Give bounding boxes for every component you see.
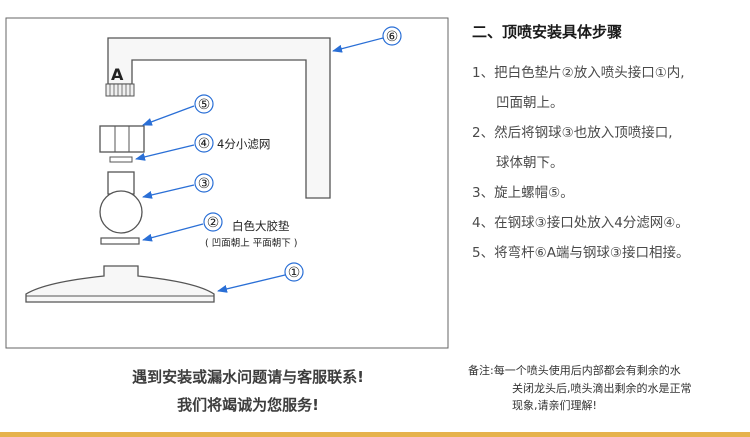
white-gasket: [100, 237, 140, 245]
marker-3: ③: [194, 173, 214, 193]
marker-4: ④: [194, 133, 214, 153]
contact-message: 遇到安装或漏水问题请与客服联系! 我们将竭诚为您服务!: [48, 363, 448, 419]
step-text: 5、将弯杆⑥A端与钢球③接口相接。: [472, 245, 690, 261]
note-row: 备注: 每一个喷头使用后内部都会有剩余的水: [468, 362, 743, 380]
nut: [99, 125, 145, 153]
note-text: 关闭龙头后,喷头滴出剩余的水是正常: [512, 381, 692, 395]
step-text: 1、把白色垫片②放入喷头接口①内,: [472, 65, 685, 81]
step-2: 2、然后将钢球③也放入顶喷接口,: [472, 118, 744, 148]
steps-list: 1、把白色垫片②放入喷头接口①内, 凹面朝上。 2、然后将钢球③也放入顶喷接口,…: [472, 58, 744, 268]
step-5: 5、将弯杆⑥A端与钢球③接口相接。: [472, 238, 744, 268]
marker-arrow-5: [142, 105, 195, 126]
marker-3-number: ③: [198, 176, 211, 192]
marker-arrow-3: [142, 184, 195, 199]
note-text: 现象,请亲们理解!: [512, 399, 597, 412]
pipe-end-a-label: A: [111, 65, 124, 84]
step-3: 3、旋上螺帽⑤。: [472, 178, 744, 208]
steel-ball: [99, 190, 143, 234]
marker-4-number: ④: [198, 136, 211, 152]
installation-diagram: A ⑥ ⑤ ④ 4分小滤网 ③ ② 白色大胶垫 ( 凹面朝上 平面朝下 ): [5, 17, 449, 349]
steps-title: 二、顶喷安装具体步骤: [472, 23, 623, 41]
step-1: 1、把白色垫片②放入喷头接口①内,: [472, 58, 744, 88]
pipe-thread: [105, 83, 135, 97]
step-text: 2、然后将钢球③也放入顶喷接口,: [472, 125, 673, 141]
step-text: 凹面朝上。: [496, 95, 564, 111]
note-label: 备注:: [468, 364, 494, 377]
gasket-orientation-note: ( 凹面朝上 平面朝下 ): [205, 238, 297, 249]
marker-6-number: ⑥: [386, 29, 399, 45]
step-text: 球体朝下。: [496, 155, 564, 171]
step-1-continued: 凹面朝上。: [472, 88, 744, 118]
marker-2-number: ②: [207, 215, 220, 231]
step-2-continued: 球体朝下。: [472, 148, 744, 178]
marker-5: ⑤: [194, 94, 214, 114]
marker-5-number: ⑤: [198, 97, 211, 113]
marker-arrow-4: [135, 144, 195, 161]
marker-arrow-1: [217, 274, 286, 293]
marker-2: ②: [203, 212, 223, 232]
step-text: 3、旋上螺帽⑤。: [472, 185, 574, 201]
shower-head: [25, 265, 215, 303]
contact-line: 遇到安装或漏水问题请与客服联系!: [132, 368, 364, 386]
step-text: 4、在钢球③接口处放入4分滤网④。: [472, 215, 689, 231]
step-4: 4、在钢球③接口处放入4分滤网④。: [472, 208, 744, 238]
filter-label: 4分小滤网: [217, 137, 270, 151]
note-text: 每一个喷头使用后内部都会有剩余的水: [493, 364, 681, 377]
marker-arrow-6: [332, 37, 384, 53]
contact-line: 我们将竭诚为您服务!: [177, 396, 319, 414]
remark-note: 备注: 每一个喷头使用后内部都会有剩余的水 关闭龙头后,喷头滴出剩余的水是正常 …: [468, 362, 743, 415]
marker-arrow-2: [142, 223, 204, 242]
filter-screen: [109, 156, 133, 163]
marker-1: ①: [284, 262, 304, 282]
marker-6: ⑥: [382, 26, 402, 46]
marker-1-number: ①: [288, 265, 301, 281]
bottom-accent-bar: [0, 432, 750, 437]
gasket-label: 白色大胶垫: [232, 219, 290, 233]
